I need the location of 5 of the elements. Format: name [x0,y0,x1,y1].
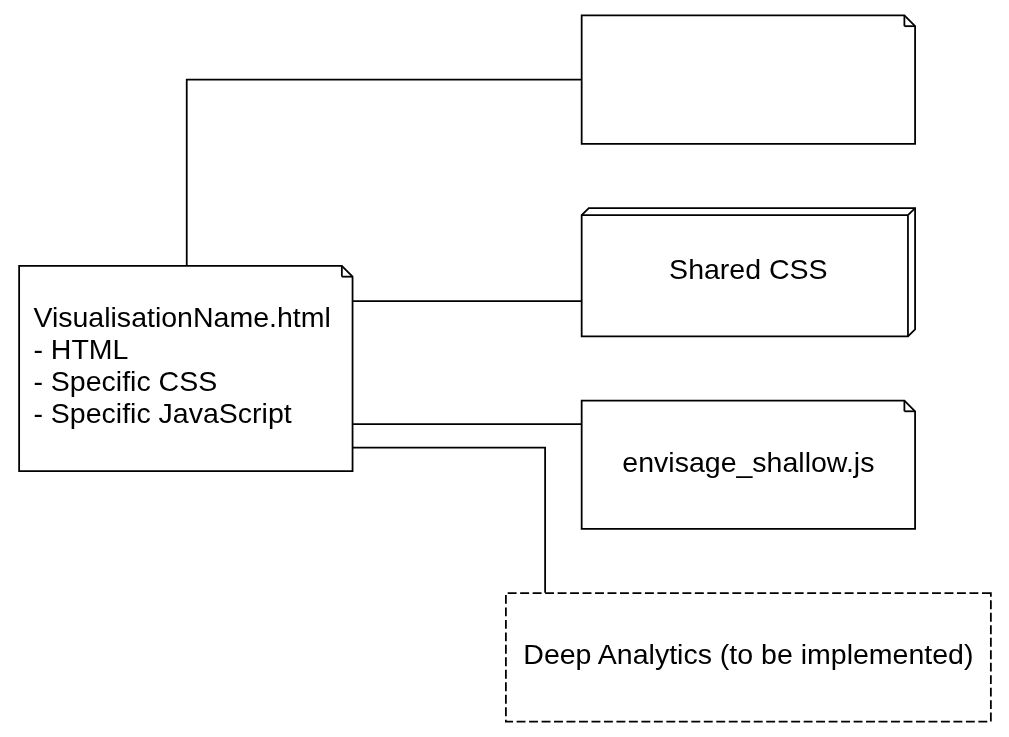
connector [185,78,582,267]
connector [351,423,582,425]
node-box: Deep Analytics (to be implemented) [504,592,992,723]
connector [351,446,546,594]
connector [351,300,582,303]
